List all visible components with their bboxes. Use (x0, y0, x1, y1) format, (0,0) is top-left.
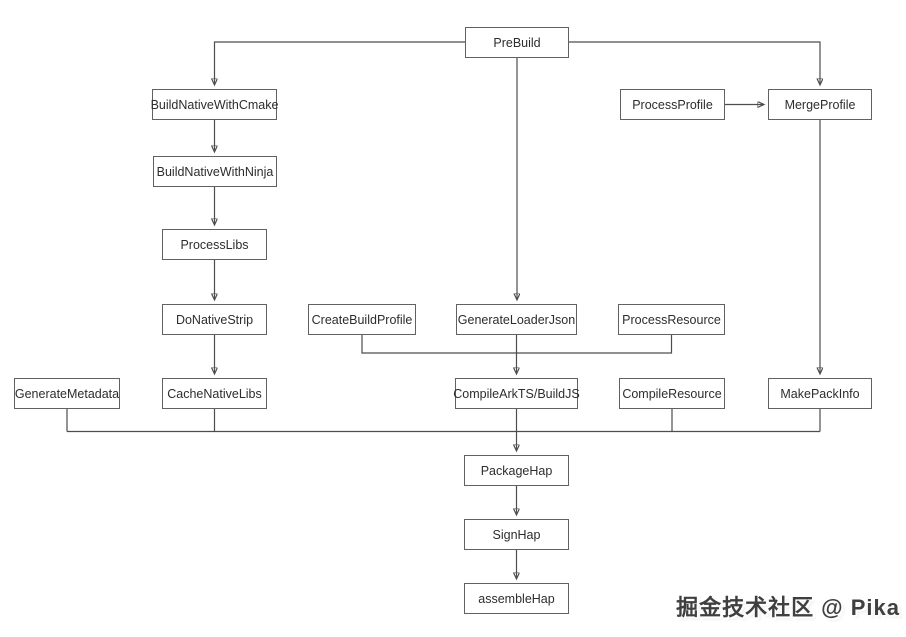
watermark-text: 掘金技术社区 @ Pika (676, 595, 900, 620)
node-makepackinfo: MakePackInfo (768, 378, 872, 409)
node-assemblehap: assembleHap (464, 583, 569, 614)
node-processlibs: ProcessLibs (162, 229, 267, 260)
node-createbuildprofile: CreateBuildProfile (308, 304, 416, 335)
node-packagehap: PackageHap (464, 455, 569, 486)
node-compilearkts-buildjs: CompileArkTS/BuildJS (453, 378, 580, 409)
edge-prebuild-to-buildnativewithcmake (215, 41, 465, 84)
node-generatemetadata: GenerateMetadata (14, 378, 120, 409)
node-buildnativewithninja: BuildNativeWithNinja (153, 156, 277, 187)
connector-createbuildprofile-processresource (361, 335, 673, 354)
node-donativestrip: DoNativeStrip (162, 304, 267, 335)
node-processprofile: ProcessProfile (620, 89, 725, 120)
node-signhap: SignHap (464, 519, 569, 550)
node-compileresource: CompileResource (619, 378, 725, 409)
edge-prebuild-to-mergeprofile (569, 41, 820, 84)
node-generateloaderjson: GenerateLoaderJson (456, 304, 577, 335)
node-mergeprofile: MergeProfile (768, 89, 872, 120)
node-prebuild: PreBuild (465, 27, 569, 58)
node-processresource: ProcessResource (618, 304, 725, 335)
node-buildnativewithcmake: BuildNativeWithCmake (151, 89, 278, 120)
node-cachenativelibs: CacheNativeLibs (162, 378, 267, 409)
